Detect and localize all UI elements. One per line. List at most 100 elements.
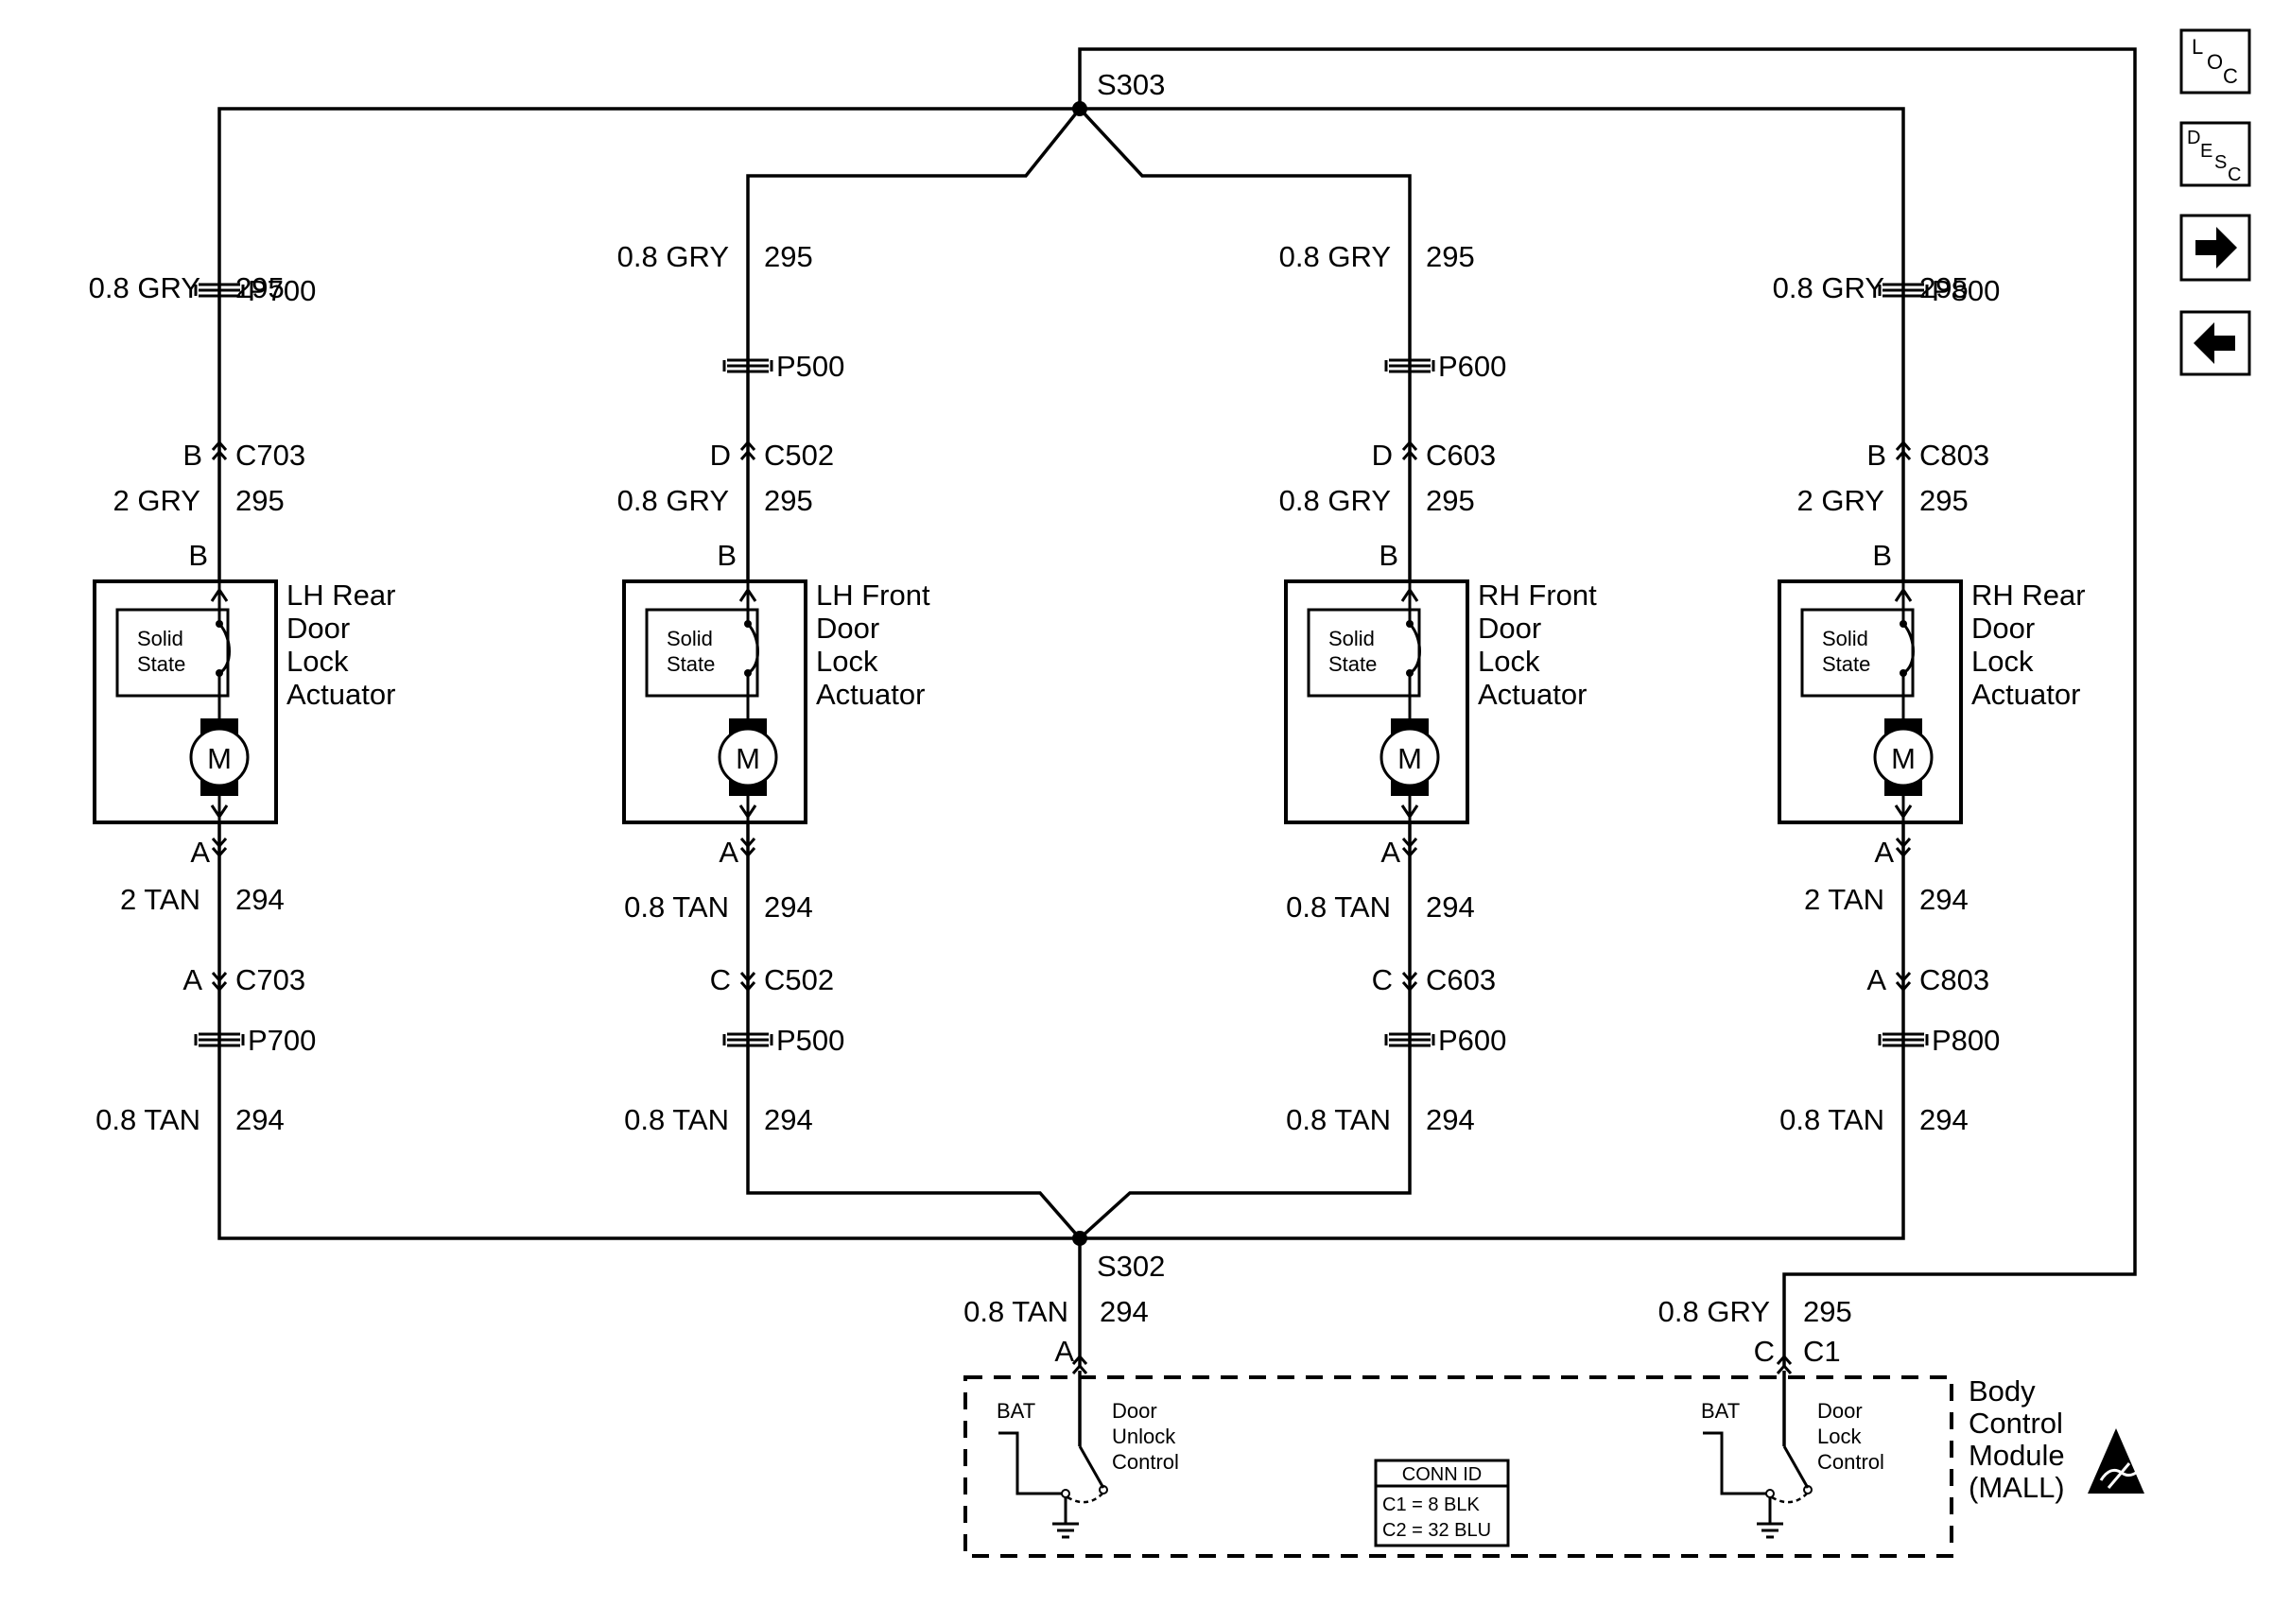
- rh-front-bottom-passthrough-label: P600: [1438, 1024, 1506, 1057]
- description-button[interactable]: D E S C: [2179, 121, 2251, 187]
- lock-switch-label-line3: Control: [1817, 1450, 1884, 1474]
- rh-front-lead-bottom-circuit: 294: [1426, 890, 1475, 924]
- rh-rear-lead-top-wire-color: 2 GRY: [1797, 484, 1884, 517]
- lh-front-lead-top-wire-color: 0.8 GRY: [617, 484, 729, 517]
- rh-front-lead-top-wire-color: 0.8 GRY: [1279, 484, 1391, 517]
- lh-rear-state-label: State: [137, 652, 185, 676]
- rh-rear-actuator-name-line1: RH Rear: [1971, 579, 2086, 612]
- rh-front-top-connector-pin: D: [1372, 439, 1393, 472]
- rh-rear-upper-wire-color: 0.8 GRY: [1773, 271, 1884, 304]
- rh-front-top-passthrough-label: P600: [1438, 350, 1506, 383]
- rh-rear-lead-bottom-wire-color: 2 TAN: [1804, 883, 1884, 916]
- rh-front-upper-wire-color: 0.8 GRY: [1279, 240, 1391, 273]
- unlock-bat-label: BAT: [997, 1399, 1035, 1423]
- lh-rear-internal-switch: [217, 622, 231, 675]
- location-button[interactable]: L O C: [2179, 28, 2251, 95]
- lh-rear-top-passthrough-label: P700: [248, 274, 316, 307]
- conn-id-line-1: C1 = 8 BLK: [1382, 1494, 1481, 1515]
- lh-front-bottom-connector-pin: C: [710, 963, 731, 996]
- lh-rear-bottom-connector-label: C703: [235, 963, 305, 996]
- lh-front-upper-wire-color: 0.8 GRY: [617, 240, 729, 273]
- rh-rear-motor-label: M: [1891, 742, 1916, 775]
- rh-front-lead-top-circuit: 295: [1426, 484, 1475, 517]
- rh-front-actuator-name-line3: Lock: [1478, 645, 1540, 678]
- lh-rear-lead-top-wire-color: 2 GRY: [113, 484, 200, 517]
- lh-rear-actuator-name-line3: Lock: [286, 645, 349, 678]
- unlock-feed-circuit-label: 294: [1100, 1295, 1149, 1328]
- rh-front-actuator-name-line4: Actuator: [1478, 678, 1587, 711]
- rh-front-lower-wire-color: 0.8 TAN: [1286, 1103, 1391, 1136]
- lh-rear-actuator-name-line4: Actuator: [286, 678, 395, 711]
- lh-front-actuator-name-line4: Actuator: [816, 678, 925, 711]
- rh-front-motor-icon: [1379, 727, 1440, 787]
- rh-front-lower-circuit: 294: [1426, 1103, 1475, 1136]
- desc-letter-c: C: [2228, 164, 2241, 185]
- lh-rear-lower-wire-color: 0.8 TAN: [95, 1103, 200, 1136]
- rh-rear-terminal-top-label: B: [1872, 539, 1892, 572]
- rh-rear-lead-top-circuit: 295: [1919, 484, 1969, 517]
- rh-rear-lower-wire-color: 0.8 TAN: [1779, 1103, 1884, 1136]
- rh-front-actuator-box: [1284, 579, 1469, 824]
- lh-front-upper-circuit: 295: [764, 240, 813, 273]
- bcm-dashed-outline: [963, 1375, 1953, 1558]
- loc-letter-o: O: [2207, 50, 2223, 74]
- lh-rear-solid-label: Solid: [137, 627, 183, 650]
- lock-feed-connector-label: C1: [1803, 1335, 1841, 1368]
- arrow-left-icon: [2194, 322, 2235, 364]
- rh-front-upper-circuit: 295: [1426, 240, 1475, 273]
- door-unlock-control-switch: BAT Door Unlock Control: [997, 1371, 1179, 1539]
- lh-front-actuator-name-line2: Door: [816, 612, 879, 645]
- lh-rear-bottom-connector-pin: A: [182, 963, 202, 996]
- lh-front-lead-bottom-wire-color: 0.8 TAN: [624, 890, 729, 924]
- body-control-module: BAT Door Unlock Control BAT Door Lock Co…: [963, 1371, 2144, 1558]
- lh-front-motor-icon: [718, 727, 778, 787]
- lh-front-actuator-box: [622, 579, 807, 824]
- next-page-button[interactable]: [2179, 214, 2251, 282]
- unlock-feed-wire-label: 0.8 TAN: [963, 1295, 1068, 1328]
- rh-rear-state-label: State: [1822, 652, 1870, 676]
- rh-rear-solid-label: Solid: [1822, 627, 1868, 650]
- lock-feed-circuit-label: 295: [1803, 1295, 1852, 1328]
- desc-letter-d: D: [2187, 128, 2200, 148]
- desc-letter-e: E: [2200, 141, 2212, 162]
- lh-front-lower-circuit: 294: [764, 1103, 813, 1136]
- rh-rear-actuator-name-line2: Door: [1971, 612, 2035, 645]
- rh-rear-top-connector-label: C803: [1919, 439, 1989, 472]
- rh-front-terminal-bottom-label: A: [1380, 836, 1400, 869]
- desc-letter-s: S: [2214, 152, 2227, 173]
- lh-front-motor-label: M: [736, 742, 760, 775]
- splice-s302-dot: [1072, 1231, 1087, 1246]
- bottom-bus-wiring: [217, 822, 1905, 1366]
- rh-front-actuator-name-line1: RH Front: [1478, 579, 1597, 612]
- lh-front-actuator-name-line1: LH Front: [816, 579, 930, 612]
- lh-front-internal-switch: [746, 622, 759, 675]
- bcm-title-line1: Body: [1969, 1374, 2036, 1408]
- lh-front-actuator-name-line3: Lock: [816, 645, 878, 678]
- bcm-title-line3: Module: [1969, 1439, 2065, 1472]
- splice-s303-label: S303: [1097, 68, 1165, 101]
- lh-rear-lead-bottom-wire-color: 2 TAN: [120, 883, 200, 916]
- rh-front-bottom-connector-label: C603: [1426, 963, 1496, 996]
- lh-rear-terminal-top-label: B: [188, 539, 208, 572]
- lock-switch-label-line1: Door: [1817, 1399, 1863, 1423]
- splice-s303-dot: [1072, 101, 1087, 116]
- bcm-title-line4: (MALL): [1969, 1471, 2065, 1504]
- previous-page-button[interactable]: [2179, 310, 2251, 376]
- top-bus-wiring: [217, 47, 2137, 1366]
- rh-rear-actuator-box: [1778, 579, 1963, 824]
- rh-rear-lower-circuit: 294: [1919, 1103, 1969, 1136]
- rh-rear-internal-switch: [1901, 622, 1915, 675]
- lh-rear-lead-bottom-circuit: 294: [235, 883, 285, 916]
- rh-front-top-connector-label: C603: [1426, 439, 1496, 472]
- lh-front-terminal-bottom-label: A: [719, 836, 738, 869]
- arrow-right-icon: [2195, 227, 2237, 268]
- lh-front-terminal-top-label: B: [717, 539, 737, 572]
- lh-front-top-connector-label: C502: [764, 439, 834, 472]
- bcm-feed-labels: 0.8 TAN 294 A 0.8 GRY 295 C C1: [963, 1295, 1852, 1375]
- rh-rear-lead-bottom-circuit: 294: [1919, 883, 1969, 916]
